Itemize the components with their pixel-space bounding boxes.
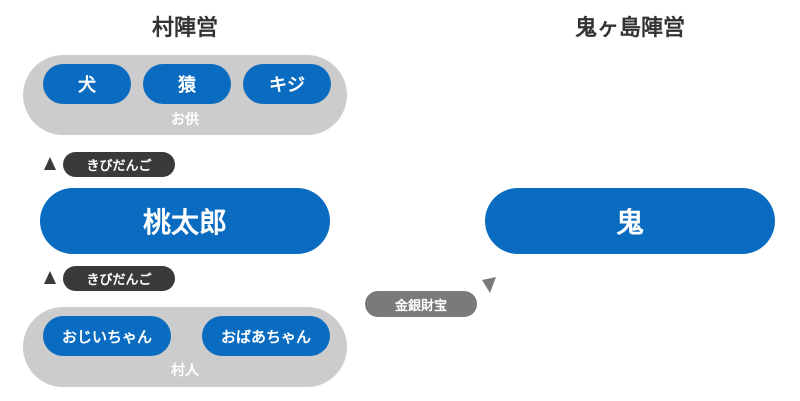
oni-node[interactable]: 鬼 — [485, 188, 775, 254]
companion-pheasant[interactable]: キジ — [243, 64, 331, 104]
villager-grandmother[interactable]: おばあちゃん — [202, 316, 330, 356]
arrow-up-right-icon — [482, 277, 496, 293]
gift-tag-to-momotaro: きびだんご — [63, 266, 175, 291]
treasure-transfer-tag: 金銀財宝 — [365, 291, 477, 317]
companion-monkey[interactable]: 猿 — [143, 64, 231, 104]
arrow-up-icon — [44, 271, 56, 284]
villagers-label: 村人 — [171, 363, 199, 379]
village-heading: 村陣営 — [151, 16, 218, 41]
arrow-up-icon — [44, 157, 56, 170]
villager-grandfather[interactable]: おじいちゃん — [43, 316, 171, 356]
gift-tag-to-companions: きびだんご — [63, 152, 175, 177]
oni-island-heading: 鬼ヶ島陣営 — [574, 16, 685, 41]
companion-dog[interactable]: 犬 — [43, 64, 131, 104]
momotaro-node[interactable]: 桃太郎 — [40, 188, 330, 254]
companions-label: お供 — [171, 112, 199, 128]
